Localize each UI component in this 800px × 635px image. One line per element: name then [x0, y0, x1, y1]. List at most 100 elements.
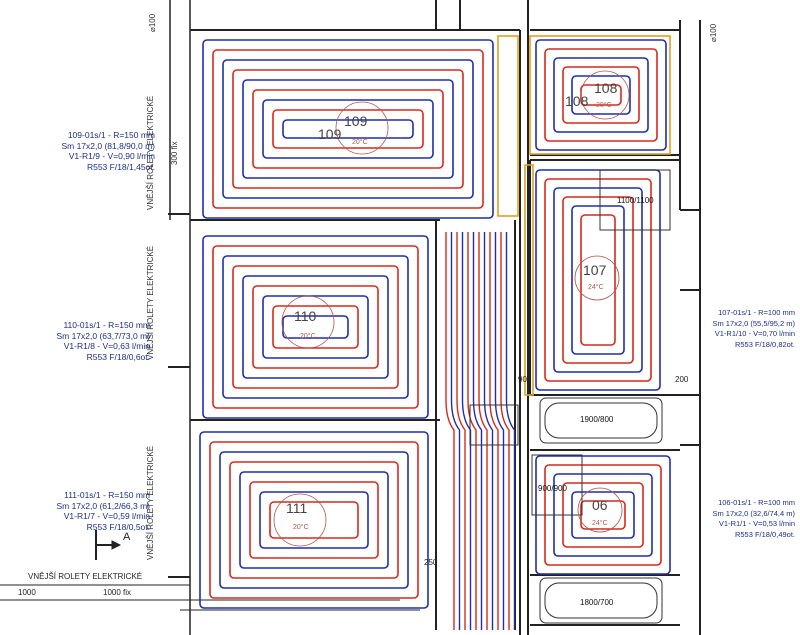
- heating-pipe-loop: [544, 178, 652, 382]
- label-room-110: 110-01s/1 - R=150 mm Sm 17x2,0 (63,7/73,…: [5, 320, 150, 362]
- heating-pipe-loop: [571, 75, 631, 115]
- manifold-box: [469, 404, 519, 446]
- label-line: Sm 17x2,0 (55,5/95,2 m): [712, 318, 795, 328]
- shower-label-2: 900/900: [538, 484, 567, 493]
- heating-pipe-loop: [535, 39, 667, 151]
- loop-room-108: [535, 39, 667, 151]
- label-line: 110-01s/1 - R=150 mm: [63, 320, 150, 330]
- zone-borders: [497, 35, 671, 396]
- shower-label-1: 1100/1100: [617, 196, 654, 205]
- label-line: 107-01s/1 - R=100 mm: [718, 308, 795, 317]
- dim-250: 250: [424, 558, 438, 567]
- distribution-pipe: [505, 232, 516, 630]
- heating-pipe-loop: [242, 275, 389, 379]
- label-line: R553 F/18/0,49ot.: [734, 529, 795, 539]
- room-temp-108: 20°C: [596, 102, 612, 109]
- dim-90: 90: [518, 375, 527, 384]
- sill-dimension: 300 fix: [170, 141, 179, 165]
- room-temp-106: 24°C: [592, 520, 608, 527]
- distribution-pipe: [445, 232, 455, 630]
- distribution-pipe: [456, 232, 466, 630]
- bath-label-2: 1800/700: [580, 598, 614, 607]
- heating-pipe-loop: [212, 245, 419, 409]
- label-line: 111-01s/1 - R=150 mm: [64, 490, 150, 500]
- distribution-pipe: [461, 232, 472, 630]
- pipe-dim-left: ⌀100: [148, 13, 157, 32]
- distribution-pipe: [483, 232, 494, 630]
- heating-loops: [199, 39, 671, 609]
- heating-pipe-loop: [249, 481, 379, 559]
- pipe-dim-right: ⌀100: [709, 23, 718, 42]
- heating-pipe-loop: [553, 57, 649, 133]
- heating-pipe-loop: [571, 205, 625, 355]
- sanitary-equipment: [531, 169, 671, 624]
- distribution-manifold: [445, 232, 519, 630]
- distribution-pipe: [472, 232, 483, 630]
- window-note-109: VNĚJŠÍ ROLETY ELEKTRICKÉ: [146, 95, 155, 210]
- distribution-pipe: [467, 232, 477, 630]
- label-line: Sm 17x2,0 (61,2/66,3 m): [56, 500, 150, 511]
- heating-pipe-loop: [580, 214, 616, 346]
- dim-1000: 1000: [18, 588, 36, 597]
- label-room-109: 109-01s/1 - R=150 mm Sm 17x2,0 (81,8/90,…: [5, 130, 155, 172]
- room-temp-111: 20°C: [293, 524, 309, 531]
- heating-pipe-loop: [259, 491, 369, 549]
- bath-label-1: 1900/800: [580, 415, 614, 424]
- heating-pipe-loop: [222, 59, 474, 199]
- loop-room-107: [535, 169, 661, 391]
- label-line: Sm 17x2,0 (32,6/74,4 m): [712, 508, 795, 518]
- label-line: 106-01s/1 - R=100 mm: [718, 498, 795, 507]
- label-room-107: 107-01s/1 - R=100 mm Sm 17x2,0 (55,5/95,…: [700, 308, 795, 350]
- window-note-bottom: VNĚJŠÍ ROLETY ELEKTRICKÉ: [28, 572, 143, 581]
- loop-room-110: [202, 235, 429, 419]
- heating-pipe-loop: [282, 119, 414, 139]
- heating-pipe-loop: [199, 431, 429, 609]
- distribution-pipe: [450, 232, 461, 630]
- room-number-108: 108: [594, 80, 618, 96]
- heating-pipe-loop: [562, 196, 634, 364]
- walls: [0, 0, 701, 635]
- section-label-a: A: [123, 531, 131, 543]
- heating-pipe-loop: [232, 69, 464, 189]
- heating-pipe-loop: [269, 501, 359, 539]
- label-line: Sm 17x2,0 (63,7/73,0 m): [56, 330, 150, 341]
- distribution-pipe: [500, 232, 510, 630]
- room-number-110: 110: [294, 308, 317, 324]
- room-temp-109: 20°C: [352, 139, 368, 146]
- heating-pipe-loop: [262, 295, 369, 359]
- heating-pipe-loop: [209, 441, 419, 599]
- label-room-106: 106-01s/1 - R=100 mm Sm 17x2,0 (32,6/74,…: [700, 498, 795, 540]
- heating-pipe-loop: [282, 315, 349, 339]
- heating-pipe-loop: [222, 255, 409, 399]
- heating-pipe-loop: [232, 265, 399, 389]
- label-line: R553 F/18/0,5ot.: [86, 521, 150, 532]
- heating-pipe-loop: [252, 285, 379, 369]
- distribution-pipe: [478, 232, 488, 630]
- heating-pipe-loop: [212, 49, 484, 209]
- heating-pipe-loop: [242, 79, 454, 179]
- window-note-111: VNĚJŠÍ ROLETY ELEKTRICKÉ: [146, 445, 155, 560]
- room-temp-110: 20°C: [300, 333, 316, 340]
- heating-pipe-loop: [202, 235, 429, 419]
- label-line: Sm 17x2,0 (81,8/90,0 m): [61, 140, 155, 151]
- window-note-110: VNĚJŠÍ ROLETY ELEKTRICKÉ: [146, 245, 155, 360]
- heating-pipe-loop: [229, 461, 399, 579]
- label-line: V1-R1/1 - V=0,53 l/min: [718, 519, 795, 528]
- room-number-107: 107: [583, 262, 607, 278]
- label-line: V1-R1/9 - V=0,90 l/min: [68, 151, 155, 161]
- room-number-111: 111: [286, 500, 308, 516]
- room-number-109-alt: 109: [318, 126, 342, 142]
- heating-pipe-loop: [262, 99, 434, 159]
- heating-pipe-loop: [252, 89, 444, 169]
- dim-1000-fix: 1000 fix: [103, 588, 132, 597]
- label-line: R553 F/18/0,82ot.: [734, 339, 795, 349]
- heating-pipe-loop: [544, 48, 658, 142]
- room-number-108-alt: 108: [565, 93, 589, 109]
- room-temp-107: 24°C: [588, 284, 604, 291]
- label-line: V1-R1/8 - V=0,63 l/min: [63, 341, 150, 351]
- loop-room-111: [199, 431, 429, 609]
- heating-pipe-loop: [535, 169, 661, 391]
- heating-pipe-loop: [219, 451, 409, 589]
- room-number-106: 06: [592, 497, 608, 513]
